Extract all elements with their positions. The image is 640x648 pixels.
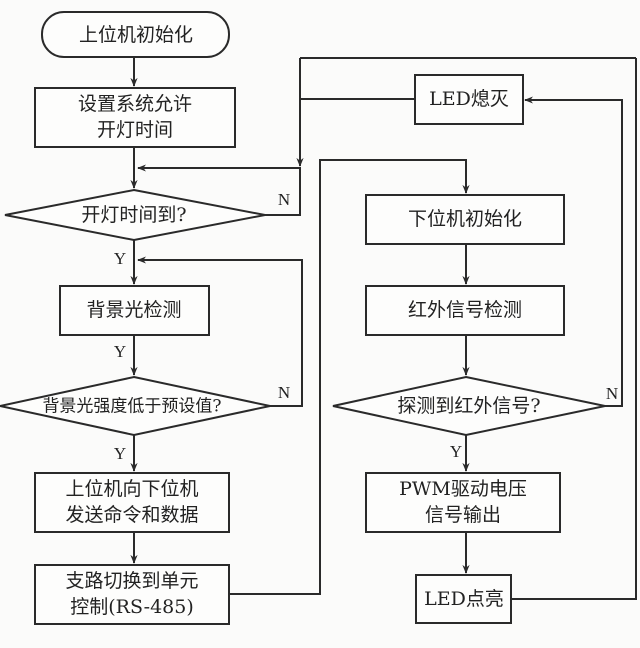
edge-decision2-no-loop <box>137 256 303 407</box>
node-bg-low: 背景光强度低于预设值? <box>0 375 271 437</box>
node-text: 探测到红外信号? <box>397 395 540 417</box>
node-time-reached: 开灯时间到? <box>4 188 266 242</box>
node-ir-detect: 红外信号检测 <box>365 285 565 336</box>
connectors <box>130 57 636 595</box>
node-send-cmd: 上位机向下位机 发送命令和数据 <box>34 472 230 533</box>
node-text: 开灯时间到? <box>81 204 186 226</box>
node-text: 信号输出 <box>425 504 501 526</box>
edge-decision1-no-loop <box>137 164 301 216</box>
node-text: LED点亮 <box>424 588 504 610</box>
node-text: 发送命令和数据 <box>65 504 198 526</box>
label-yes-decision3: Y <box>450 442 462 461</box>
connectors-right <box>462 58 637 600</box>
node-text: LED熄灭 <box>429 88 509 110</box>
edge-ledon-loop <box>511 58 637 600</box>
label-yes-decision2: Y <box>114 444 126 463</box>
node-text: 支路切换到单元 <box>65 570 198 592</box>
node-pwm-out: PWM驱动电压 信号输出 <box>365 472 561 533</box>
node-text: 上位机初始化 <box>79 24 193 46</box>
node-led-on: LED点亮 <box>415 574 512 624</box>
edge-decision3-no <box>524 96 623 407</box>
node-text: 设置系统允许 <box>78 93 192 115</box>
node-text: 背景光强度低于预设值? <box>42 397 221 417</box>
edge-labels: N Y Y N Y N Y <box>114 190 618 463</box>
label-no-decision1: N <box>278 190 290 209</box>
edge-switch-to-slave <box>229 159 470 595</box>
node-slave-init: 下位机初始化 <box>365 194 565 245</box>
node-text: 背景光检测 <box>86 299 181 321</box>
node-text: 上位机向下位机 <box>65 478 198 500</box>
node-set-time: 设置系统允许 开灯时间 <box>34 87 236 148</box>
node-text: 控制(RS-485) <box>70 596 194 618</box>
node-text: 开灯时间 <box>97 119 173 141</box>
node-ir-found: 探测到红外信号? <box>332 375 606 437</box>
node-text: 下位机初始化 <box>408 208 522 230</box>
node-led-off: LED熄灭 <box>414 74 524 125</box>
label-yes-bgdetect: Y <box>114 342 126 361</box>
node-text: PWM驱动电压 <box>399 478 527 500</box>
node-bg-detect: 背景光检测 <box>59 285 210 336</box>
label-no-decision3: N <box>606 384 618 403</box>
label-no-decision2: N <box>278 383 290 402</box>
node-switch-branch: 支路切换到单元 控制(RS-485) <box>34 564 230 625</box>
label-yes-decision1: Y <box>114 249 126 268</box>
node-host-init: 上位机初始化 <box>41 11 230 58</box>
node-text: 红外信号检测 <box>408 299 522 321</box>
